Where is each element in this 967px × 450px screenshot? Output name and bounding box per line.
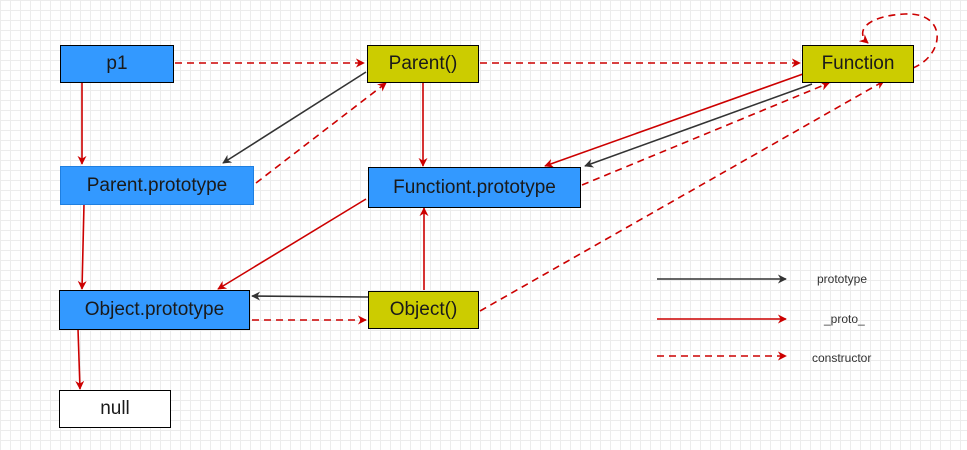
node-parent-constructor: Parent(): [367, 45, 479, 83]
node-function-prototype: Functiont.prototype: [368, 167, 581, 208]
node-object-prototype: Object.prototype: [59, 290, 250, 330]
node-function: Function: [802, 45, 914, 83]
edge-parent-prototype-proto-object-prototype: [77, 203, 87, 290]
node-p1: p1: [60, 45, 174, 83]
node-parent-prototype: Parent.prototype: [60, 166, 254, 205]
edge-object-to-object-prototype: [251, 291, 369, 301]
edge-parent-prototype-constructor-parent: [255, 82, 387, 184]
edge-parent-to-parent-prototype: [222, 71, 367, 164]
edge-function-proto-function-prototype: [544, 73, 804, 168]
edge-function-prototype-proto-object-prototype: [217, 198, 367, 290]
node-null: null: [59, 390, 171, 428]
node-object-constructor: Object(): [368, 291, 479, 329]
legend-label-proto: _proto_: [824, 312, 865, 326]
edge-function-constructor-self-loop: [858, 13, 938, 69]
legend-label-prototype: prototype: [817, 272, 868, 286]
edge-object-prototype-proto-null: [75, 328, 85, 390]
edge-object-constructor-function: [479, 80, 885, 312]
edge-function-to-function-prototype: [584, 83, 813, 168]
legend-label-constructor: constructor: [812, 351, 872, 365]
edge-function-prototype-constructor-function: [581, 81, 830, 186]
